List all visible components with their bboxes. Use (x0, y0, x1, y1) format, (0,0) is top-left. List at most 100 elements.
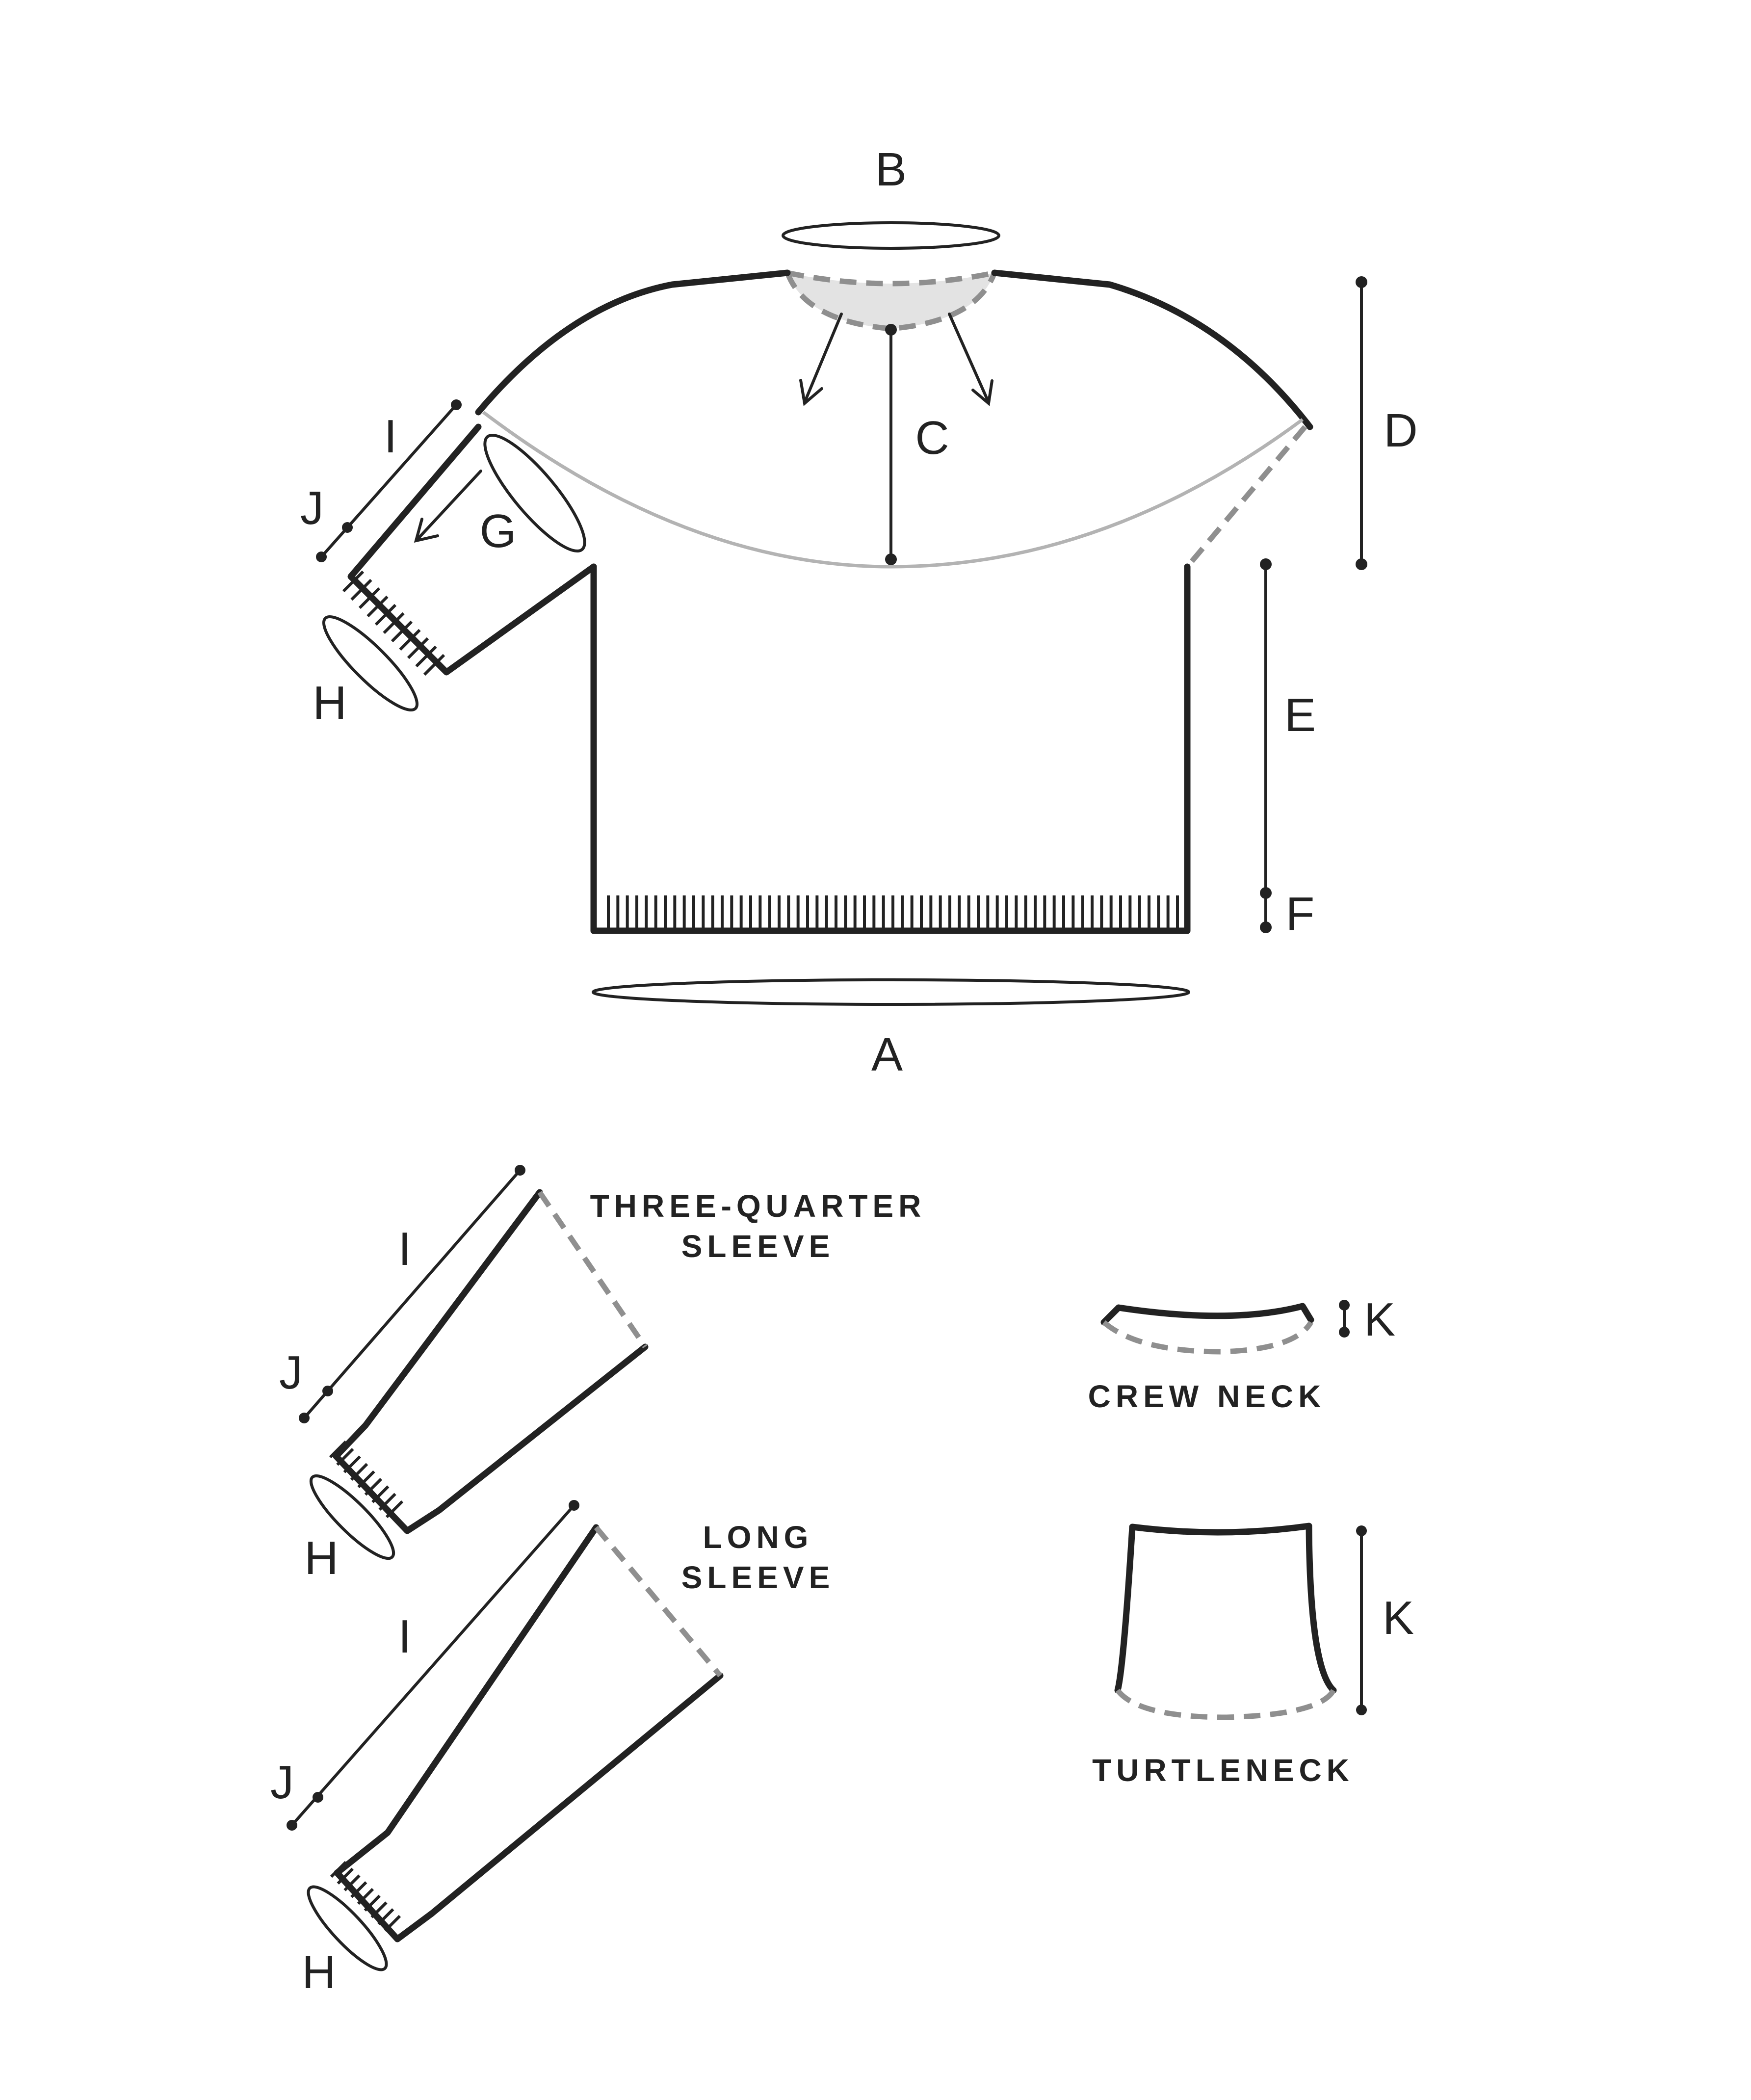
rib-line (350, 1463, 368, 1481)
rib-line (399, 629, 421, 651)
left-sleeve-outline (347, 423, 597, 676)
label-j: J (300, 482, 324, 534)
rib-line (358, 587, 381, 609)
rib-line (364, 1478, 382, 1496)
neck-opening-fill (787, 273, 994, 329)
crew-neck-dashed-edge (1102, 1320, 1313, 1355)
long-length-line (290, 1504, 575, 1827)
rib-line (366, 595, 389, 618)
rib-line (337, 1867, 354, 1885)
sleeve-length-dot-top (451, 399, 462, 410)
main-measurements: B C D E F A (300, 143, 1418, 1081)
sleeve-length-dot-mid (342, 522, 353, 533)
neck-dashed-edge (786, 270, 995, 287)
long-sleeve-outline (334, 1524, 724, 1942)
long-sleeve-top-dashed (594, 1525, 723, 1678)
crew-neck: K CREW NECK (1088, 1293, 1395, 1414)
three-quarter-label-j: J (279, 1346, 303, 1399)
upper-arm-arrow (414, 470, 482, 543)
label-f: F (1286, 888, 1315, 940)
neck-arrow-left (799, 313, 843, 406)
rib-line (357, 1470, 375, 1489)
rib-line (343, 1874, 361, 1891)
turtleneck-label-k: K (1383, 1592, 1414, 1644)
neck-dashed-curve (784, 272, 997, 332)
yoke-height-dot-bottom (1356, 558, 1367, 570)
three-quarter-sleeve-outline (333, 1189, 649, 1534)
yoke-depth-dot-bottom (885, 553, 897, 565)
rib-line (407, 637, 429, 659)
long-label-j: J (270, 1756, 294, 1809)
rib-line (385, 1500, 404, 1519)
three-quarter-sleeve-top-dashed (537, 1190, 648, 1349)
label-a: A (871, 1028, 903, 1081)
long-sleeve-cuff-ribbing (330, 1861, 401, 1932)
yoke-height-dot-top (1356, 276, 1367, 288)
rib-line (370, 1901, 388, 1918)
label-c: C (915, 412, 949, 464)
long-label-h: H (302, 1946, 336, 1998)
long-caption-line2: SLEEVE (681, 1560, 835, 1595)
rib-line (384, 1915, 401, 1932)
label-e: E (1284, 689, 1316, 741)
crew-neck-outline (1100, 1303, 1314, 1326)
three-quarter-caption-line1: THREE-QUARTER (590, 1188, 926, 1224)
long-dot-top (569, 1500, 579, 1511)
rib-line (423, 654, 445, 676)
hem-ribbing (607, 895, 1179, 930)
hem-depth-dot-bottom (1260, 921, 1272, 933)
right-underarm-dashed (1185, 425, 1307, 569)
label-i: I (384, 410, 397, 463)
label-g: G (480, 505, 517, 557)
cuff-ellipse (322, 615, 419, 712)
long-sleeve: H I J LONG SLEEVE (270, 1500, 835, 1998)
rib-line (377, 1908, 394, 1925)
rib-line (329, 1440, 347, 1459)
turtleneck-dot-bottom (1356, 1705, 1367, 1715)
rib-line (378, 1493, 396, 1511)
sleeve-length-dot-bottom (316, 551, 327, 562)
yoke-left-shoulder (475, 269, 791, 416)
three-quarter-cuff-ellipse (309, 1474, 395, 1560)
yoke-depth-dot-top (885, 324, 897, 336)
crew-neck-caption: CREW NECK (1088, 1379, 1326, 1414)
neck-arrow-right (948, 313, 993, 406)
rib-line (357, 1888, 374, 1905)
label-b: B (875, 143, 907, 196)
turtleneck-dashed-edge (1115, 1688, 1336, 1720)
three-quarter-dot-bottom (299, 1413, 310, 1423)
three-quarter-dot-mid (322, 1386, 333, 1396)
three-quarter-label-h: H (304, 1532, 338, 1584)
rib-line (342, 570, 365, 593)
long-dot-bottom (287, 1820, 297, 1831)
rib-line (330, 1861, 347, 1878)
turtleneck: K TURTLENECK (1092, 1522, 1414, 1788)
left-sleeve-cuff-ribbing (342, 570, 445, 676)
hem-circumference-ellipse (592, 978, 1190, 1006)
three-quarter-sleeve-cuff-ribbing (329, 1440, 404, 1519)
rib-line (371, 1485, 390, 1503)
neck-circumference-ellipse (782, 221, 1000, 250)
rib-line (391, 620, 413, 643)
label-h: H (313, 677, 346, 729)
rib-line (374, 604, 397, 626)
crew-neck-label-k: K (1364, 1293, 1395, 1346)
body-length-dot-top (1260, 558, 1272, 570)
long-label-i: I (398, 1610, 412, 1663)
yoke-right-shoulder (991, 269, 1313, 430)
three-quarter-length-line (303, 1169, 522, 1419)
turtleneck-caption: TURTLENECK (1092, 1753, 1354, 1788)
rib-line (383, 612, 405, 634)
turtleneck-dot-top (1356, 1525, 1367, 1536)
crew-neck-dot-bottom (1339, 1327, 1350, 1338)
rib-line (336, 1448, 354, 1466)
body-outline (590, 563, 1191, 934)
rib-line (350, 578, 372, 601)
crew-neck-dot-top (1339, 1300, 1350, 1311)
three-quarter-sleeve: H I J THREE-QUARTER SLEEVE (279, 1165, 926, 1584)
three-quarter-caption-line2: SLEEVE (681, 1229, 835, 1264)
turtleneck-outline (1114, 1522, 1337, 1694)
label-d: D (1384, 404, 1417, 457)
three-quarter-dot-top (515, 1165, 525, 1176)
